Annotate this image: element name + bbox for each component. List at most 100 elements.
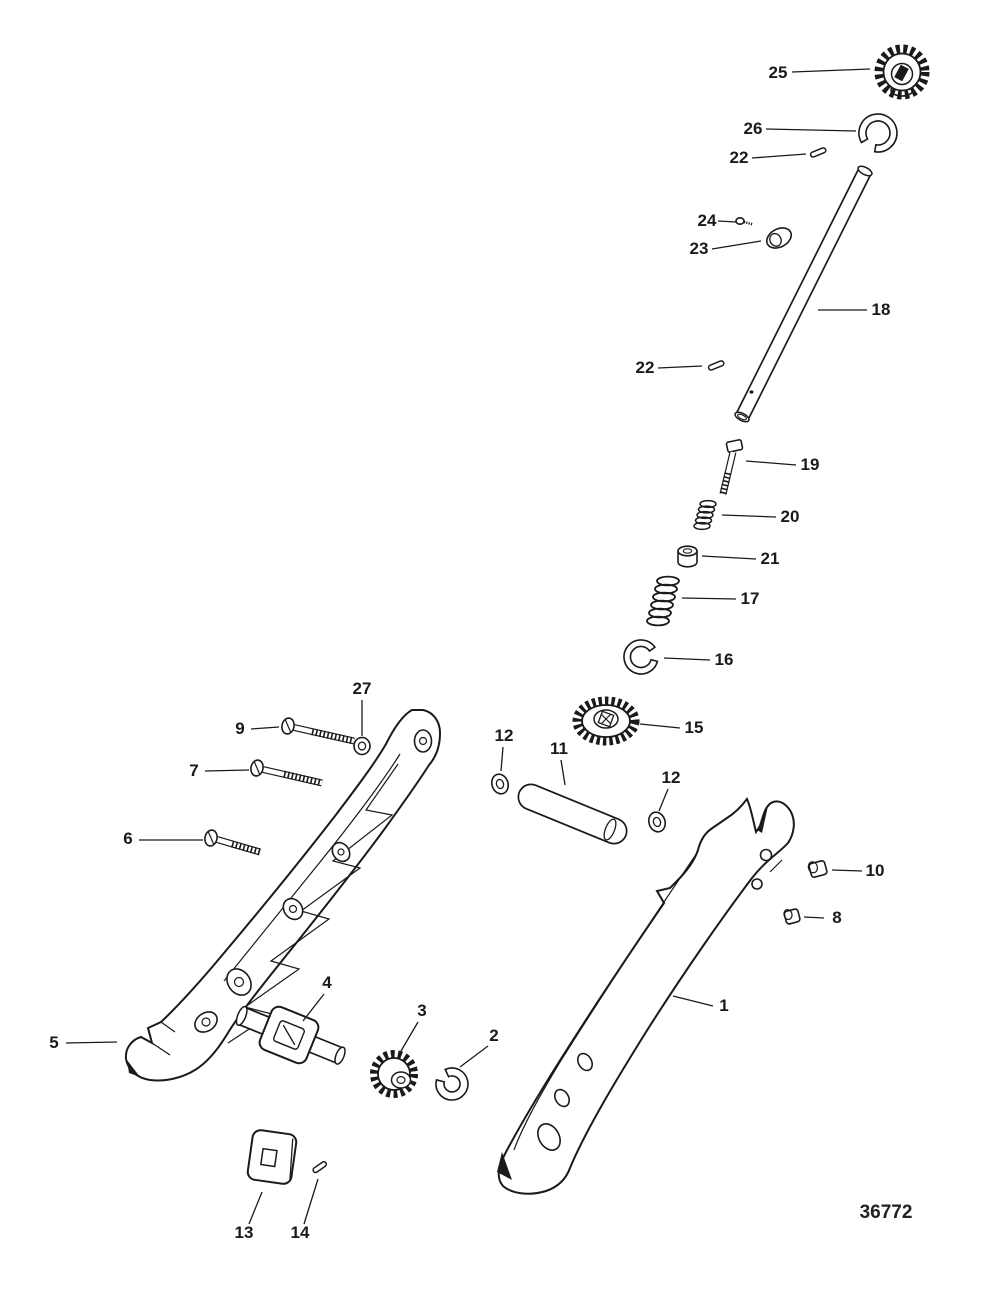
shaft-pin-hole bbox=[749, 390, 754, 394]
leader-line bbox=[65, 1041, 118, 1044]
part-gear-lower bbox=[370, 1050, 418, 1098]
coupler-slot bbox=[273, 1020, 305, 1050]
callout-26: 26 bbox=[744, 119, 763, 138]
gear-hub-slot bbox=[894, 64, 909, 82]
callout-15: 15 bbox=[685, 718, 704, 737]
part-bolt-upper bbox=[281, 717, 355, 745]
callout-13: 13 bbox=[235, 1223, 254, 1242]
callout-1: 1 bbox=[719, 996, 728, 1015]
leader-line bbox=[717, 220, 737, 223]
callout-18: 18 bbox=[872, 300, 891, 319]
callout-3: 3 bbox=[417, 1001, 426, 1020]
leader-line bbox=[831, 869, 863, 872]
bolt-threads bbox=[231, 840, 261, 856]
part-end-cap bbox=[246, 1129, 298, 1185]
leader-line bbox=[658, 788, 669, 812]
part-washer-right bbox=[647, 811, 667, 833]
callout-9: 9 bbox=[235, 719, 244, 738]
part-spring-large bbox=[646, 575, 680, 627]
callout-5: 5 bbox=[49, 1033, 58, 1052]
part-roller-pin bbox=[517, 783, 628, 845]
leader-line bbox=[248, 1191, 263, 1225]
part-pin-lower bbox=[312, 1161, 328, 1174]
part-washer-top bbox=[353, 736, 371, 756]
part-bolt-middle bbox=[250, 759, 323, 787]
leader-line bbox=[657, 365, 703, 369]
leader-line bbox=[681, 597, 737, 600]
callout-22a: 22 bbox=[730, 148, 749, 167]
arm-left-boss-hole bbox=[413, 729, 433, 753]
callout-7: 7 bbox=[189, 761, 198, 780]
end-cap-slot bbox=[259, 1147, 278, 1168]
callout-25: 25 bbox=[769, 63, 788, 82]
leader-line bbox=[500, 746, 504, 772]
leader-line bbox=[204, 769, 250, 772]
callout-14: 14 bbox=[291, 1223, 310, 1242]
arm-right-hole-lower bbox=[751, 878, 763, 890]
arm-right-fork-notch bbox=[757, 806, 768, 833]
leader-line bbox=[672, 995, 714, 1007]
callout-23: 23 bbox=[690, 239, 709, 258]
callout-12a: 12 bbox=[495, 726, 514, 745]
callout-2: 2 bbox=[489, 1026, 498, 1045]
leader-line bbox=[303, 1178, 319, 1225]
leader-line bbox=[560, 759, 566, 786]
part-drive-gear-top bbox=[874, 44, 930, 100]
callout-21: 21 bbox=[761, 549, 780, 568]
leader-line bbox=[721, 514, 777, 518]
bolt-threads bbox=[311, 728, 355, 745]
callout-19: 19 bbox=[801, 455, 820, 474]
leader-line bbox=[745, 460, 797, 466]
callout-24: 24 bbox=[698, 211, 717, 230]
part-bushing bbox=[677, 545, 698, 568]
part-arm-left bbox=[124, 709, 442, 1082]
leader-line bbox=[803, 916, 825, 919]
callout-17: 17 bbox=[741, 589, 760, 608]
part-bolt-lower bbox=[204, 829, 261, 856]
part-retaining-ring-top bbox=[858, 113, 898, 153]
callout-12b: 12 bbox=[662, 768, 681, 787]
leader-line bbox=[701, 555, 757, 560]
part-washer-left bbox=[490, 773, 510, 795]
leader-line bbox=[302, 993, 325, 1022]
callout-4: 4 bbox=[322, 973, 332, 992]
part-retaining-ring-lower bbox=[435, 1067, 469, 1101]
leader-line bbox=[711, 240, 762, 250]
leader-line bbox=[400, 1021, 419, 1052]
part-nut-upper bbox=[807, 860, 828, 878]
leader-line bbox=[751, 153, 807, 159]
callout-22b: 22 bbox=[636, 358, 655, 377]
bolt-threads bbox=[283, 770, 323, 787]
leader-line bbox=[250, 726, 280, 730]
part-pin-upper bbox=[809, 147, 827, 158]
callout-16: 16 bbox=[715, 650, 734, 669]
gear-teeth bbox=[874, 44, 930, 100]
part-shaft-tube bbox=[734, 165, 873, 423]
figure-number: 36772 bbox=[860, 1202, 913, 1223]
gear-teeth bbox=[572, 696, 640, 746]
callout-20: 20 bbox=[781, 507, 800, 526]
leader-lines bbox=[65, 68, 871, 1225]
callout-6: 6 bbox=[123, 829, 132, 848]
part-bevel-gear bbox=[572, 696, 640, 746]
arm-right-hole-upper bbox=[759, 848, 773, 862]
leader-line bbox=[791, 68, 871, 73]
callout-27: 27 bbox=[353, 679, 372, 698]
part-nut-lower bbox=[783, 908, 801, 925]
part-screw-small bbox=[735, 217, 754, 226]
part-bolt-long bbox=[719, 439, 744, 495]
leader-line bbox=[765, 128, 857, 132]
leader-line bbox=[459, 1045, 489, 1068]
part-pin-middle bbox=[707, 360, 725, 371]
callout-10: 10 bbox=[866, 861, 885, 880]
part-spring-small bbox=[693, 499, 717, 531]
part-eyelet-bushing bbox=[765, 227, 793, 249]
callout-8: 8 bbox=[832, 908, 841, 927]
callout-11: 11 bbox=[550, 739, 568, 758]
callout-labels: 25 26 22 24 23 18 22 19 20 21 17 16 15 2… bbox=[49, 63, 890, 1242]
arm-left-tip-notch bbox=[127, 1060, 140, 1077]
gear-teeth bbox=[370, 1050, 418, 1098]
leader-line bbox=[663, 657, 711, 661]
